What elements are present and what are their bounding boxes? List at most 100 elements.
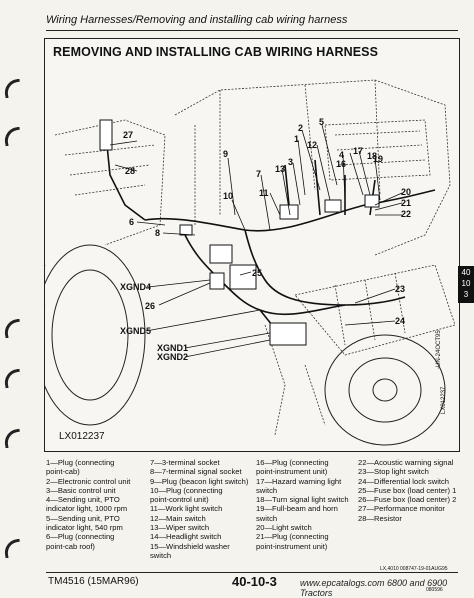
page-header: Wiring Harnesses/Removing and installing… [46, 14, 348, 26]
legend-item: 23—Stop light switch [358, 467, 429, 477]
tab-line-3: 3 [463, 290, 469, 299]
harness-components [99, 119, 380, 346]
footer-doc-code: LX,4010 008747-19-01AUG95 [380, 566, 448, 572]
section-tab: 40 10 3 [458, 266, 474, 303]
callout-xgnd1: XGND1 [157, 343, 188, 353]
legend-item: switch [150, 550, 172, 560]
callout-4: 4 [339, 150, 344, 160]
legend-item: switch [256, 485, 278, 495]
callout-19: 19 [373, 154, 383, 164]
callout-11: 11 [259, 188, 269, 198]
binder-hole [2, 318, 23, 339]
binder-hole [2, 78, 23, 99]
legend-item: 26—Fuse box (load center) 2 [358, 495, 457, 505]
callout-20: 20 [401, 187, 411, 197]
callout-28: 28 [125, 166, 135, 176]
legend-item: 20—Light switch [256, 523, 312, 533]
legend-item: 4—Sending unit, PTO [46, 495, 120, 505]
callout-16: 16 [336, 159, 346, 169]
header-divider [46, 30, 458, 31]
footer-date-code: 080596 [426, 587, 443, 593]
legend-item: 27—Performance monitor [358, 504, 445, 514]
callout-labels: 27 28 6 8 9 10 7 11 13 3 1 2 12 5 4 16 1… [120, 117, 411, 362]
tab-line-1: 40 [461, 268, 471, 277]
callout-22: 22 [401, 209, 411, 219]
legend-item: switch [256, 513, 278, 523]
legend-item: 11—Work light switch [150, 504, 223, 514]
callout-17: 17 [353, 146, 363, 156]
legend-item: 7—3-terminal socket [150, 458, 220, 467]
legend-item: indicator light, 540 rpm [46, 523, 123, 533]
legend-item: point-instrument unit) [256, 467, 328, 477]
callout-23: 23 [395, 284, 405, 294]
legend-item: 21—Plug (connecting [256, 532, 329, 542]
legend-item: 28—Resistor [358, 513, 402, 523]
footer-watermark: www.epcatalogs.com 6800 and 6900 Tractor… [300, 578, 448, 598]
callout-6: 6 [129, 217, 134, 227]
legend-item: 1—Plug (connecting [46, 458, 115, 467]
callout-lines [109, 124, 403, 358]
figure-frame: REMOVING AND INSTALLING CAB WIRING HARNE… [44, 38, 460, 452]
callout-7: 7 [256, 169, 261, 179]
legend-item: 14—Headlight switch [150, 532, 222, 542]
callout-12: 12 [307, 140, 317, 150]
legend-item: point-control unit) [150, 495, 209, 505]
legend-item: 6—Plug (connecting [46, 532, 115, 542]
binder-hole [2, 126, 23, 147]
callout-21: 21 [401, 198, 411, 208]
front-wheel [324, 334, 446, 446]
callout-xgnd5: XGND5 [120, 326, 151, 336]
callout-9: 9 [223, 149, 228, 159]
figure-id: LX012237 [59, 431, 105, 442]
callout-2: 2 [298, 123, 303, 133]
legend-column-2: 7—3-terminal socket 8—7-terminal signal … [150, 458, 248, 560]
page-number: 40-10-3 [232, 574, 277, 589]
legend-item: 8—7-terminal signal socket [150, 467, 242, 477]
legend-item: 25—Fuse box (load center) 1 [358, 485, 457, 495]
legend-item: 3—Basic control unit [46, 485, 116, 495]
callout-3: 3 [288, 157, 293, 167]
callout-xgnd2: XGND2 [157, 352, 188, 362]
legend-item: 9—Plug (beacon light switch) [150, 476, 249, 486]
footer-divider [46, 572, 458, 573]
legend-item: 15—Windshield washer [150, 541, 230, 551]
legend-item: 10—Plug (connecting [150, 485, 223, 495]
legend-item: indicator light, 1000 rpm [46, 504, 128, 514]
legend-item: 2—Electronic control unit [46, 476, 131, 486]
binder-hole [2, 368, 23, 389]
callout-13: 13 [275, 164, 285, 174]
figure-side-code: -UN-24OCT95 [436, 330, 442, 369]
legend-item: point-instrument unit) [256, 541, 328, 551]
callout-1: 1 [294, 134, 299, 144]
rear-wheel [45, 244, 146, 426]
legend-item: 16—Plug (connecting [256, 458, 329, 467]
callout-27: 27 [123, 130, 133, 140]
legend-item: 12—Main switch [150, 513, 206, 523]
legend-column-1: 1—Plug (connecting point-cab) 2—Electron… [46, 458, 130, 551]
legend-item: point-cab roof) [46, 541, 95, 551]
callout-24: 24 [395, 316, 405, 326]
tractor-outline [54, 79, 451, 256]
binder-hole [2, 428, 23, 449]
tab-line-2: 10 [461, 279, 471, 288]
legend-item: 18—Turn signal light switch [256, 495, 349, 505]
footer-manual-id: TM4516 (15MAR96) [48, 576, 139, 587]
callout-xgnd4: XGND4 [120, 282, 151, 292]
legend-item: 24—Differential lock switch [358, 476, 450, 486]
callout-10: 10 [223, 191, 233, 201]
legend-item: 13—Wiper switch [150, 523, 210, 533]
callout-8: 8 [155, 228, 160, 238]
wiring-harness-diagram: 27 28 6 8 9 10 7 11 13 3 1 2 12 5 4 16 1… [45, 79, 456, 446]
legend-item: 17—Hazard warning light [256, 476, 342, 486]
legend-item: point-cab) [46, 467, 80, 477]
legend-column-3: 16—Plug (connecting point-instrument uni… [256, 458, 349, 551]
legend-item: 22—Acoustic warning signal [358, 458, 454, 467]
callout-18: 18 [367, 151, 377, 161]
legend-item: 5—Sending unit, PTO [46, 513, 120, 523]
section-title: REMOVING AND INSTALLING CAB WIRING HARNE… [53, 45, 379, 59]
binder-hole [2, 538, 23, 559]
callout-25: 25 [252, 268, 262, 278]
callout-5: 5 [319, 117, 324, 127]
figure-side-code-id: LX012237 [441, 386, 447, 414]
legend-column-4: 22—Acoustic warning signal 23—Stop light… [358, 458, 456, 523]
